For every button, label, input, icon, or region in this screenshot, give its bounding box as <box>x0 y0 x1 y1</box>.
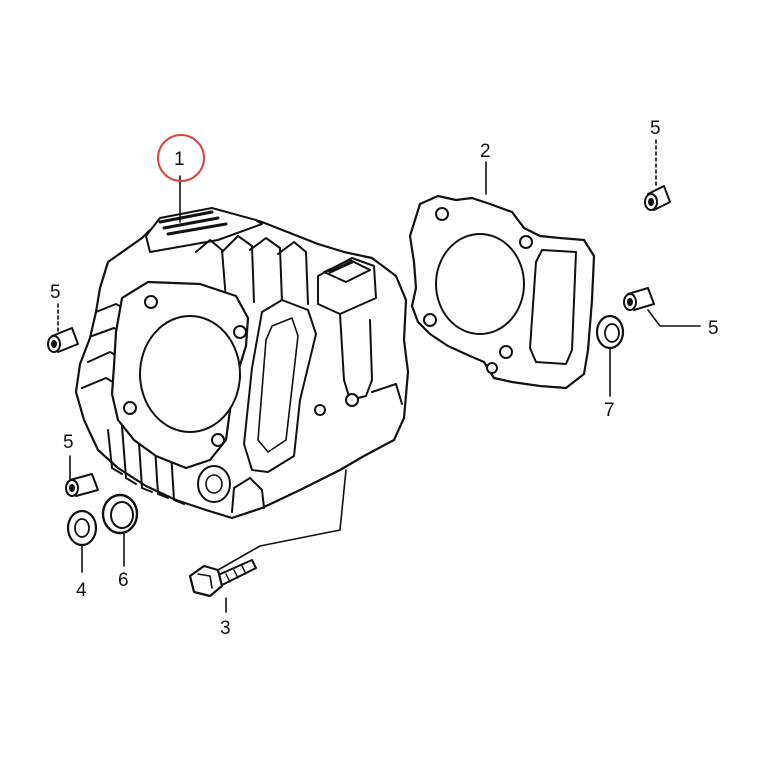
dowel-pin-right <box>623 287 655 311</box>
callout-1-highlight-circle <box>157 134 205 182</box>
dowel-pin-lower-left <box>65 473 99 497</box>
callout-label: 5 <box>63 432 74 453</box>
o-ring-6-part <box>101 493 139 535</box>
dowel-pin-top-right <box>644 185 671 211</box>
callout-label: 5 <box>708 318 719 339</box>
callout-label: 1 <box>174 149 185 170</box>
callout-label: 7 <box>604 400 615 421</box>
callout-label: 2 <box>480 141 491 162</box>
leader-lines <box>57 139 701 613</box>
callout-label: 5 <box>650 118 661 139</box>
o-ring-7-part <box>595 314 625 350</box>
callout-label: 4 <box>76 580 87 601</box>
dowel-pin-left <box>47 327 79 353</box>
callout-labels: 1 2 3 4 5 5 5 5 6 7 <box>50 118 719 639</box>
callout-label: 6 <box>118 570 129 591</box>
cylinder-part <box>74 207 410 520</box>
washer-part <box>66 509 98 547</box>
cylinder-gasket-part <box>408 194 596 390</box>
callout-label: 3 <box>220 618 231 639</box>
callout-label: 5 <box>50 282 61 303</box>
bolt-part <box>188 559 257 598</box>
